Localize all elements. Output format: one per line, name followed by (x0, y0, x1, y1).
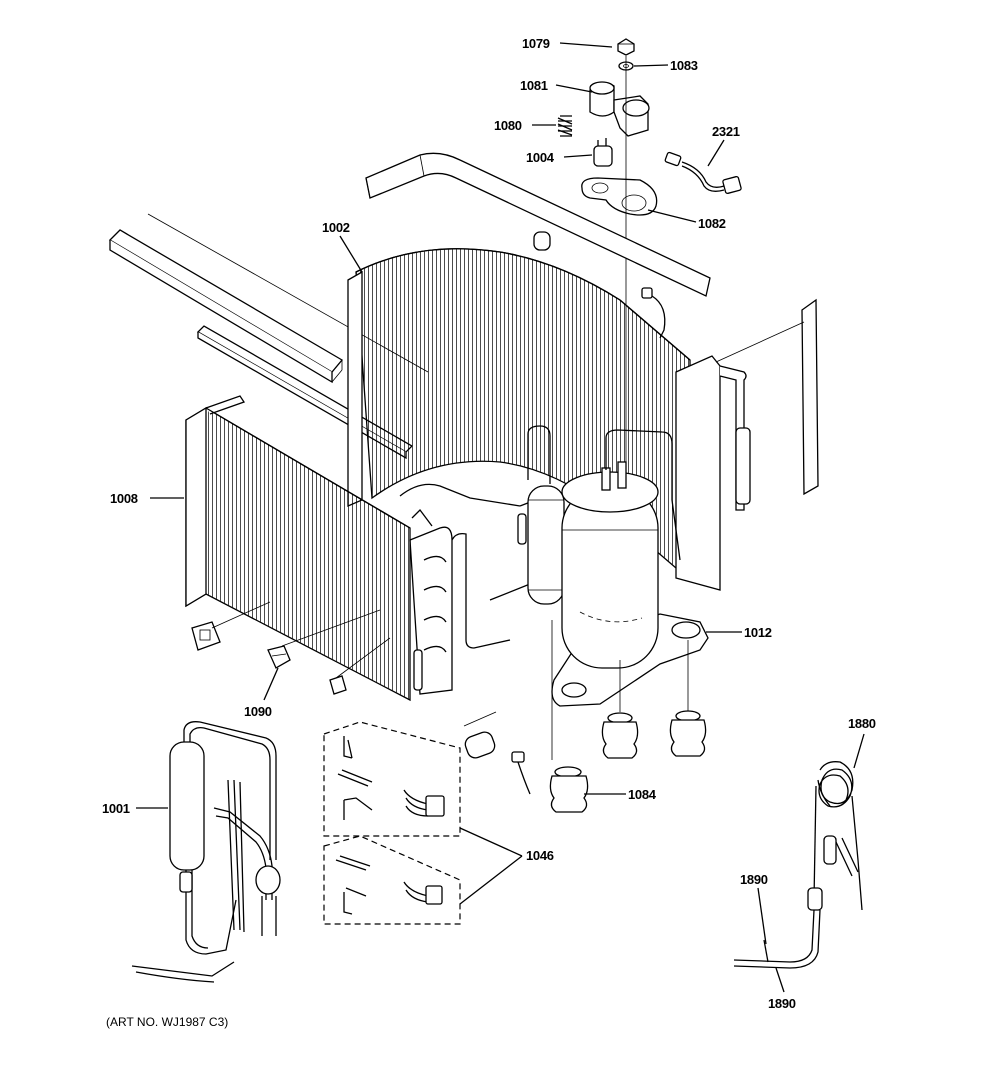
label-1890-lower: 1890 (768, 996, 796, 1011)
callout-line-1890b (775, 967, 785, 993)
label-1012: 1012 (744, 625, 772, 640)
spring-1080[interactable] (557, 115, 573, 137)
label-1890-upper: 1890 (740, 872, 768, 887)
callout-line-1004 (563, 154, 593, 158)
insulation-strip-left[interactable] (108, 229, 343, 384)
label-1080: 1080 (494, 118, 522, 133)
label-1046: 1046 (526, 848, 554, 863)
callout-line-2321 (707, 139, 725, 167)
callout-line-1083 (633, 64, 669, 67)
label-1079: 1079 (522, 36, 550, 51)
base-tubing (399, 483, 547, 601)
wire-harness-2321[interactable] (664, 151, 742, 195)
leader-line-clip3 (335, 637, 391, 679)
label-2321: 2321 (712, 124, 740, 139)
clip-bracket-left[interactable] (191, 621, 221, 651)
terminal-cover-1081[interactable] (589, 81, 650, 137)
clip-small[interactable] (641, 287, 666, 339)
label-1084: 1084 (628, 787, 657, 802)
compressor[interactable] (561, 429, 681, 669)
callout-line-1046a (459, 827, 523, 857)
callout-line-1082 (647, 209, 697, 223)
callout-line-1090 (263, 667, 279, 701)
label-1083: 1083 (670, 58, 698, 73)
capacitor-clip[interactable] (463, 711, 497, 760)
label-1002: 1002 (322, 220, 350, 235)
grommet[interactable] (669, 710, 707, 757)
label-1081: 1081 (520, 78, 548, 93)
grommet[interactable] (601, 712, 639, 759)
nut-1079[interactable] (617, 38, 635, 56)
evaporator-coil-1008[interactable] (185, 395, 511, 702)
callout-line-1880 (853, 733, 865, 769)
sensor-plug[interactable] (511, 751, 531, 795)
wire-kit-box-bottom[interactable] (323, 835, 461, 925)
leader-line-clip2 (281, 609, 381, 647)
callout-line-1890a (757, 887, 767, 945)
capillary-tube-1890[interactable] (733, 909, 821, 969)
art-number: (ART NO. WJ1987 C3) (106, 1015, 228, 1029)
leader-line-right (715, 321, 805, 363)
callout-line-1081 (555, 84, 593, 93)
label-1082: 1082 (698, 216, 726, 231)
filter-drier-1001[interactable] (131, 721, 281, 983)
insulation-strip-top[interactable] (365, 152, 711, 297)
wire-kit-box-top[interactable] (323, 721, 461, 837)
side-bracket[interactable] (675, 355, 751, 591)
callout-line-1046b (459, 855, 523, 905)
clip-bottom[interactable] (329, 675, 347, 695)
grommet-1084[interactable] (549, 766, 589, 813)
leader-line-clip (211, 601, 271, 629)
clip-1090[interactable] (267, 645, 291, 669)
label-1880: 1880 (848, 716, 876, 731)
terminal-1004[interactable] (593, 138, 613, 167)
callout-line-1079 (559, 42, 613, 48)
label-1001: 1001 (102, 801, 130, 816)
label-1004: 1004 (526, 150, 555, 165)
capillary-coil-1880[interactable] (807, 761, 863, 911)
insulation-strip-right[interactable] (801, 298, 819, 496)
accumulator[interactable] (517, 425, 565, 605)
label-1008: 1008 (110, 491, 138, 506)
label-1090: 1090 (244, 704, 272, 719)
callout-line-1002 (339, 235, 363, 273)
gasket-1082[interactable] (581, 177, 658, 216)
